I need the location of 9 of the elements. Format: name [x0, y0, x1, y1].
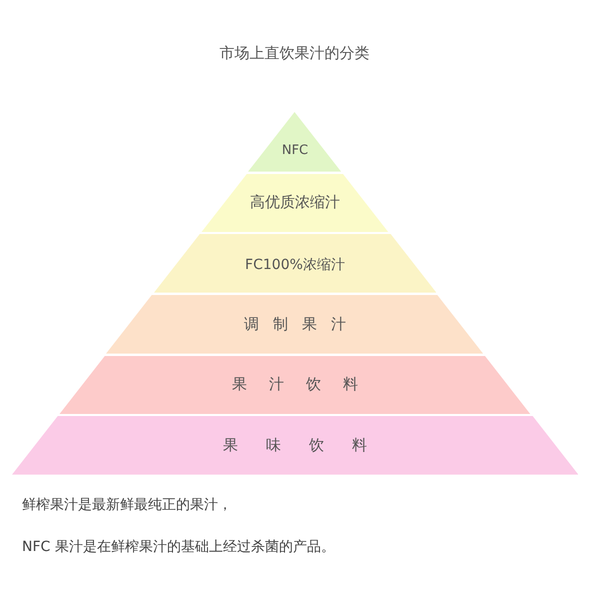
- tier-label: NFC: [282, 142, 308, 158]
- tier-label: 调制果汁: [244, 314, 360, 334]
- tier-label: 果味饮料: [222, 436, 395, 456]
- tier-label: 果汁饮料: [232, 375, 380, 394]
- tier-label: 高优质浓缩汁: [250, 193, 340, 212]
- diagram-title: 市场上直饮果汁的分类: [218, 44, 370, 63]
- tier-label: FC100%浓缩汁: [245, 256, 345, 274]
- note-text: 鲜榨果汁是最新鲜最纯正的果汁，: [22, 496, 232, 514]
- note-text: NFC 果汁是在鲜榨果汁的基础上经过杀菌的产品。: [22, 538, 335, 556]
